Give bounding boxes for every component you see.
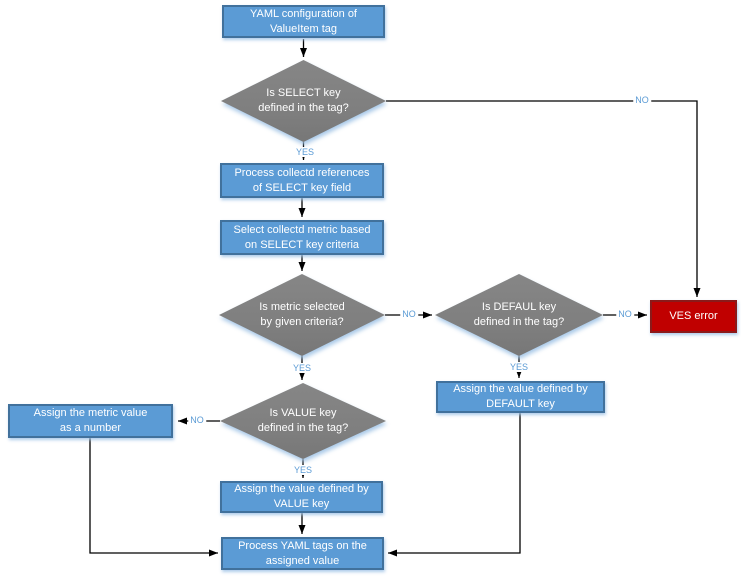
node-assign-value-key: Assign the value defined by VALUE key <box>220 481 383 513</box>
edge-assignmetric-to-processyaml <box>89 438 218 557</box>
edge-label-metric-yes: YES <box>290 363 314 373</box>
node-assign-metric-value: Assign the metric value as a number <box>8 404 173 438</box>
edge-assigndefault-to-processyaml <box>388 413 521 557</box>
decision-metric-selected-shape: Is metric selected by given criteria? <box>219 274 385 356</box>
decision-value-key-shape: Is VALUE key defined in the tag? <box>220 383 386 459</box>
decision-select-key-shape: Is SELECT key defined in the tag? <box>221 60 386 142</box>
node-process-collectd-references: Process collectd references of SELECT ke… <box>220 163 384 198</box>
node-ves-error: VES error <box>650 300 737 333</box>
node-process-yaml-tags: Process YAML tags on the assigned value <box>221 537 384 570</box>
edge-label-default-no: NO <box>616 309 634 319</box>
decision-value-key: Is VALUE key defined in the tag? <box>220 383 386 459</box>
node-select-collectd-metric: Select collectd metric based on SELECT k… <box>220 220 384 255</box>
edge-label-select-yes: YES <box>293 147 317 157</box>
decision-select-key: Is SELECT key defined in the tag? <box>221 60 386 142</box>
decision-default-key: Is DEFAUL key defined in the tag? <box>435 274 603 356</box>
decision-default-key-shape: Is DEFAUL key defined in the tag? <box>435 274 603 356</box>
edge-label-select-no: NO <box>633 95 651 105</box>
node-assign-default-key: Assign the value defined by DEFAULT key <box>436 381 605 413</box>
decision-metric-selected: Is metric selected by given criteria? <box>219 274 385 356</box>
edge-label-metric-no: NO <box>400 309 418 319</box>
edge-label-default-yes: YES <box>507 362 531 372</box>
edge-label-value-no: NO <box>188 415 206 425</box>
edge-select-no-to-ves <box>386 100 701 297</box>
edge-label-value-yes: YES <box>291 465 315 475</box>
node-start: YAML configuration of ValueItem tag <box>222 5 385 38</box>
